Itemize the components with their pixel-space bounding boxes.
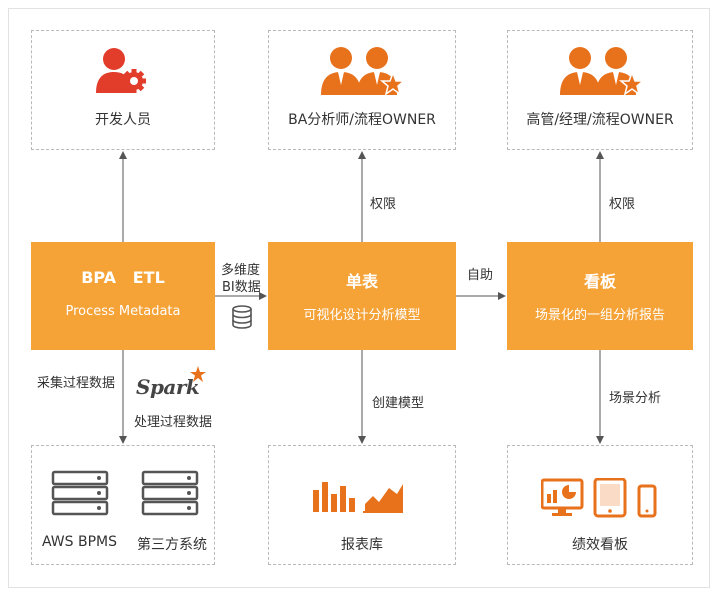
sources-box: AWS BPMS 第三方系统: [31, 445, 215, 565]
spark-star-icon: [190, 366, 206, 382]
etl-title: BPA ETL: [81, 268, 165, 287]
permission-left-label: 权限: [370, 197, 397, 212]
library-label: 报表库: [341, 537, 383, 553]
board-title: 看板: [583, 272, 616, 291]
developer-label: 开发人员: [95, 112, 151, 128]
self-service-label: 自助: [467, 268, 494, 283]
spark-logo: Spark: [136, 375, 200, 399]
diagram-frame: [8, 8, 710, 588]
board-box: 看板 场景化的一组分析报告: [507, 242, 693, 350]
aws-bpms-label: AWS BPMS: [42, 534, 118, 550]
third-party-label: 第三方系统: [137, 537, 207, 553]
developer-box: 开发人员: [31, 30, 215, 150]
etl-subtitle: Process Metadata: [65, 304, 181, 319]
server-icon: [51, 470, 109, 516]
etl-box: BPA ETL Process Metadata: [31, 242, 215, 350]
people-star-icon: [321, 47, 405, 96]
ba-box: BA分析师/流程OWNER: [268, 30, 456, 150]
exec-box: 高管/经理/流程OWNER: [507, 30, 693, 150]
dashboard-box: 绩效看板: [507, 445, 693, 565]
devices-icon: [541, 478, 657, 518]
form-title: 单表: [345, 272, 378, 291]
scenario-label: 场景分析: [609, 391, 662, 406]
exec-label: 高管/经理/流程OWNER: [526, 112, 674, 128]
collect-label: 采集过程数据: [37, 376, 116, 391]
developer-gear-icon: [96, 48, 146, 93]
multi-dim-label-line2: BI数据: [222, 280, 261, 295]
database-icon: [232, 305, 252, 329]
library-box: 报表库: [268, 445, 456, 565]
build-model-label: 创建模型: [372, 396, 425, 411]
process-label: 处理过程数据: [134, 415, 213, 430]
bar-chart-icon: [313, 482, 403, 513]
form-subtitle: 可视化设计分析模型: [303, 308, 421, 323]
board-subtitle: 场景化的一组分析报告: [534, 308, 665, 323]
multi-dim-label-line1: 多维度: [221, 263, 261, 278]
server-icon: [141, 470, 199, 516]
dashboard-label: 绩效看板: [572, 537, 628, 553]
people-star-icon: [560, 47, 644, 96]
form-box: 单表 可视化设计分析模型: [268, 242, 456, 350]
permission-right-label: 权限: [609, 197, 636, 212]
ba-label: BA分析师/流程OWNER: [288, 112, 436, 128]
